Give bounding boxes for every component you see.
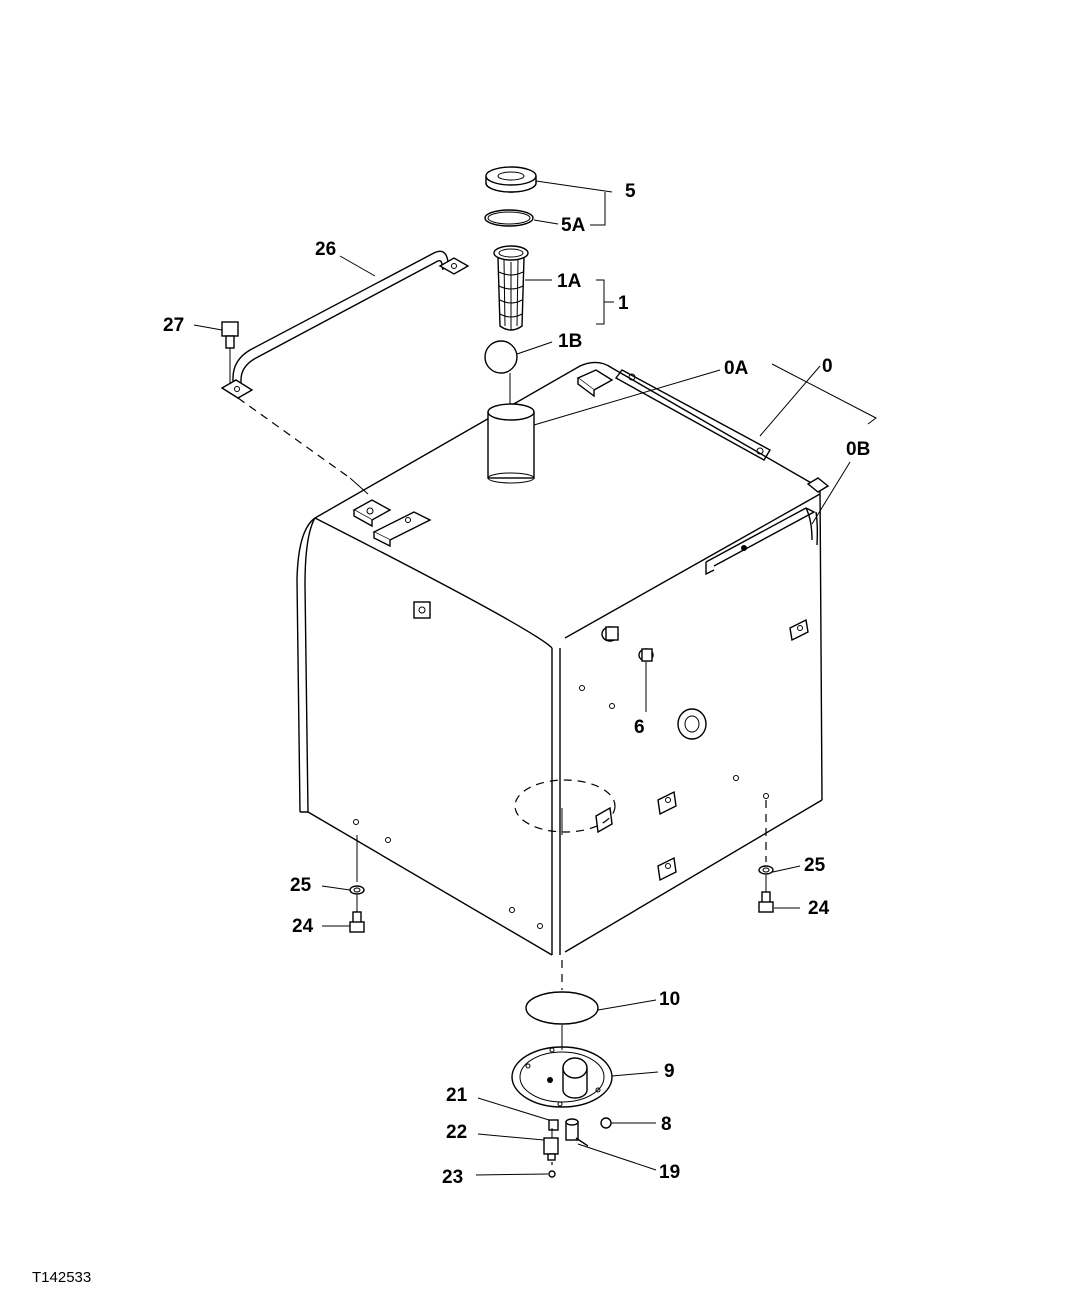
bolt-8 xyxy=(600,1117,612,1129)
label-5: 5 xyxy=(625,181,636,202)
tank-body xyxy=(296,361,823,956)
handrail-26 xyxy=(220,250,470,399)
label-1: 1 xyxy=(618,293,629,314)
seal-23 xyxy=(548,1170,556,1178)
bolt-24-left xyxy=(349,911,365,933)
label-6: 6 xyxy=(634,717,645,738)
sensor-19 xyxy=(565,1118,589,1147)
plug-6 xyxy=(601,626,654,712)
bottom-opening-hidden xyxy=(514,779,616,833)
label-0B: 0B xyxy=(846,439,870,460)
label-26: 26 xyxy=(315,239,336,260)
reference-code: T142533 xyxy=(32,1269,91,1286)
filler-neck xyxy=(487,403,535,484)
label-25-right: 25 xyxy=(804,855,826,876)
label-10: 10 xyxy=(659,989,680,1010)
label-24-right: 24 xyxy=(808,898,830,919)
label-24-left: 24 xyxy=(292,916,314,937)
bolt-holes xyxy=(353,685,769,929)
strainer-1A xyxy=(493,245,529,331)
label-27: 27 xyxy=(163,315,184,336)
label-5A: 5A xyxy=(561,215,586,236)
label-25-left: 25 xyxy=(290,875,312,896)
o-ring-5A xyxy=(484,209,534,227)
label-8: 8 xyxy=(661,1114,672,1135)
label-22: 22 xyxy=(446,1122,467,1143)
washer-25-left xyxy=(349,885,365,895)
label-23: 23 xyxy=(442,1167,463,1188)
bolt-27 xyxy=(221,321,239,349)
label-1A: 1A xyxy=(557,271,582,292)
fitting-22 xyxy=(543,1137,559,1161)
fitting-21 xyxy=(548,1119,559,1131)
label-0: 0 xyxy=(822,356,833,377)
gasket-10 xyxy=(525,991,599,1025)
label-19: 19 xyxy=(659,1162,680,1183)
cover-plate-9 xyxy=(511,1046,613,1108)
label-1B: 1B xyxy=(558,331,582,352)
label-21: 21 xyxy=(446,1085,468,1106)
cap-5 xyxy=(485,166,537,193)
top-brackets xyxy=(352,369,614,548)
washer-25-right xyxy=(758,865,774,875)
top-rail xyxy=(614,369,771,461)
side-fittings xyxy=(413,477,830,882)
assembly-lines xyxy=(229,348,767,1170)
leader-lines xyxy=(193,180,877,1176)
ball-1B xyxy=(484,340,518,374)
label-0A: 0A xyxy=(724,358,749,379)
label-9: 9 xyxy=(664,1061,675,1082)
part-labels: 5 5A 26 1A 1 27 1B 0A 0 0B 6 25 24 25 24… xyxy=(32,181,870,1286)
bolt-24-right xyxy=(758,891,774,913)
